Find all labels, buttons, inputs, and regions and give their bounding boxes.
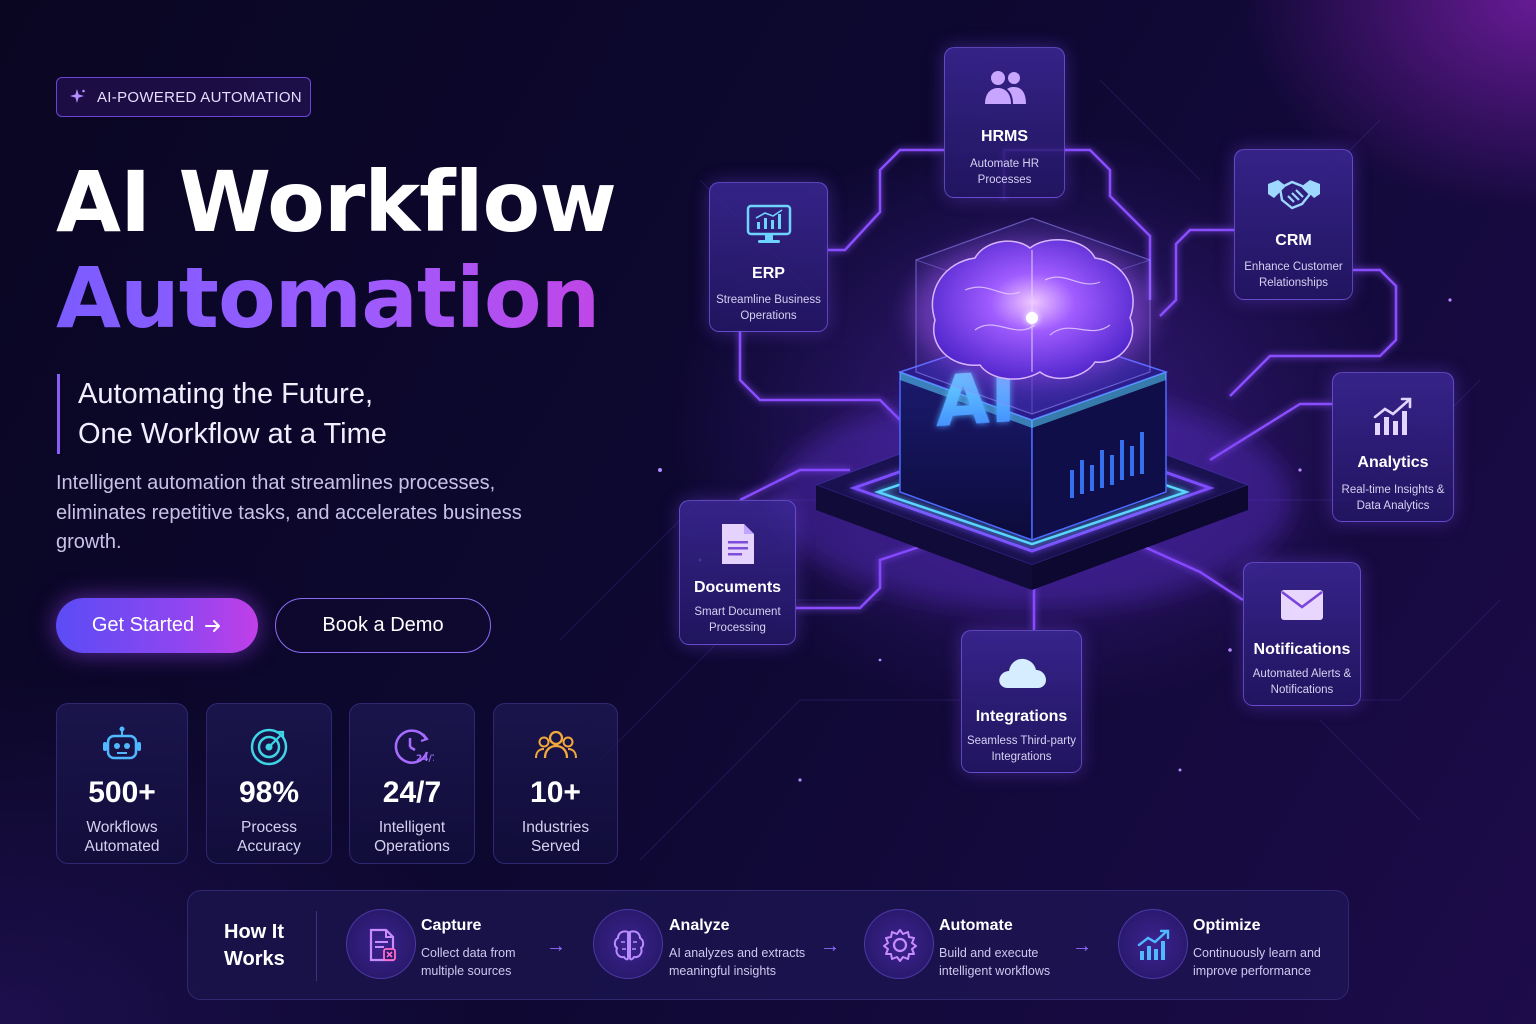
node-title: CRM — [1275, 232, 1312, 249]
handshake-icon — [1267, 180, 1320, 210]
node-notifications[interactable]: Notifications Automated Alerts & Notific… — [1243, 562, 1361, 706]
robot-icon — [103, 726, 141, 760]
stat-value: 500+ — [88, 776, 156, 809]
growth-chart-icon — [1137, 929, 1170, 960]
gear-icon — [883, 929, 917, 962]
step-description: AI analyzes and extracts meaningful insi… — [669, 946, 806, 978]
node-title: HRMS — [980, 128, 1029, 145]
arrow-right-icon: → — [546, 935, 566, 957]
stat-value: 98% — [238, 776, 300, 809]
how-it-works-panel: How It Works Capture Collect data from m… — [187, 890, 1349, 1000]
node-erp[interactable]: ERP Streamline Business Operations — [709, 182, 828, 332]
cloud-icon — [998, 658, 1046, 688]
node-subtitle: Real-time Insights & Data Analytics — [1341, 484, 1445, 512]
node-title: ERP — [752, 265, 785, 282]
step-description: Collect data from multiple sources — [421, 946, 516, 978]
node-title: Notifications — [1253, 641, 1351, 658]
hero-title-line2: Automation — [56, 249, 600, 347]
node-analytics[interactable]: Analytics Real-time Insights & Data Anal… — [1332, 372, 1454, 522]
connector-crm-analytics — [1229, 268, 1398, 397]
stat-label: Intelligent Operations — [374, 819, 450, 855]
stat-label: Industries Served — [521, 819, 590, 855]
step-title: Optimize — [1193, 917, 1261, 934]
node-title: Documents — [693, 579, 782, 596]
stat-label: Process Accuracy — [237, 819, 301, 855]
step-description: Continuously learn and improve performan… — [1193, 946, 1321, 978]
arrow-right-icon: → — [820, 935, 840, 957]
tagline-line1: Automating the Future, — [78, 378, 373, 410]
node-title: Analytics — [1357, 454, 1429, 471]
stat-label: Workflows Automated — [84, 819, 160, 855]
badge-label: AI-POWERED AUTOMATION — [97, 88, 302, 106]
node-subtitle: Automate HR Processes — [969, 158, 1040, 186]
step-icon-analyze — [593, 909, 663, 979]
tagline-line2: One Workflow at a Time — [78, 418, 387, 450]
stat-value: 24/7 — [382, 776, 442, 809]
node-subtitle: Enhance Customer Relationships — [1244, 261, 1343, 289]
get-started-label: Get Started — [91, 614, 195, 636]
how-it-works-title: How It Works — [224, 921, 285, 970]
step-title: Capture — [421, 917, 482, 934]
document-icon — [721, 524, 754, 564]
get-started-button[interactable]: Get Started — [56, 598, 258, 653]
node-subtitle: Smart Document Processing — [694, 606, 781, 634]
mail-icon — [1281, 590, 1323, 620]
ai-powered-badge: AI-POWERED AUTOMATION — [56, 77, 311, 117]
people-icon — [534, 730, 577, 759]
stat-card-operations: 24/7 24/7 Intelligent Operations — [349, 703, 475, 864]
arrow-right-icon: → — [1072, 935, 1092, 957]
svg-text:24/7: 24/7 — [416, 754, 434, 764]
arrow-right-icon — [205, 619, 221, 632]
document-scan-icon — [369, 928, 396, 962]
step-icon-optimize — [1118, 909, 1188, 979]
how-divider — [316, 911, 317, 981]
node-documents[interactable]: Documents Smart Document Processing — [679, 500, 796, 645]
monitor-chart-icon — [746, 204, 791, 243]
step-description: Build and execute intelligent workflows — [939, 946, 1051, 978]
sparkle-icon — [70, 89, 85, 103]
connector-crm — [1159, 228, 1235, 317]
stat-value: 10+ — [530, 776, 581, 809]
target-icon — [250, 728, 288, 766]
node-integrations[interactable]: Integrations Seamless Third-party Integr… — [961, 630, 1082, 773]
connector-hrms-erp — [828, 148, 944, 252]
node-crm[interactable]: CRM Enhance Customer Relationships — [1234, 149, 1353, 300]
step-title: Automate — [939, 917, 1013, 934]
step-icon-capture — [346, 909, 416, 979]
step-title: Analyze — [669, 917, 730, 934]
bar-chart-icon — [1373, 397, 1412, 435]
stat-card-industries: 10+ Industries Served — [493, 703, 618, 864]
hero-tagline: Automating the Future, One Workflow at a… — [57, 374, 487, 454]
stat-card-workflows: 500+ Workflows Automated — [56, 703, 188, 864]
brain-icon — [613, 930, 645, 961]
clock-24-7-icon: 24/7 — [394, 729, 434, 764]
book-demo-button[interactable]: Book a Demo — [275, 598, 491, 653]
node-title: Integrations — [975, 708, 1068, 725]
stat-card-accuracy: 98% Process Accuracy — [206, 703, 332, 864]
users-icon — [984, 71, 1026, 104]
node-subtitle: Seamless Third-party Integrations — [966, 735, 1077, 763]
node-subtitle: Automated Alerts & Notifications — [1252, 668, 1352, 696]
hero-description: Intelligent automation that streamlines … — [56, 472, 522, 553]
node-hrms[interactable]: HRMS Automate HR Processes — [944, 47, 1065, 198]
step-icon-automate — [864, 909, 934, 979]
brain-icon — [912, 238, 1152, 384]
node-subtitle: Streamline Business Operations — [716, 294, 821, 322]
hero-title-line1: AI Workflow — [56, 153, 617, 251]
ai-hub: AI — [772, 217, 1292, 610]
